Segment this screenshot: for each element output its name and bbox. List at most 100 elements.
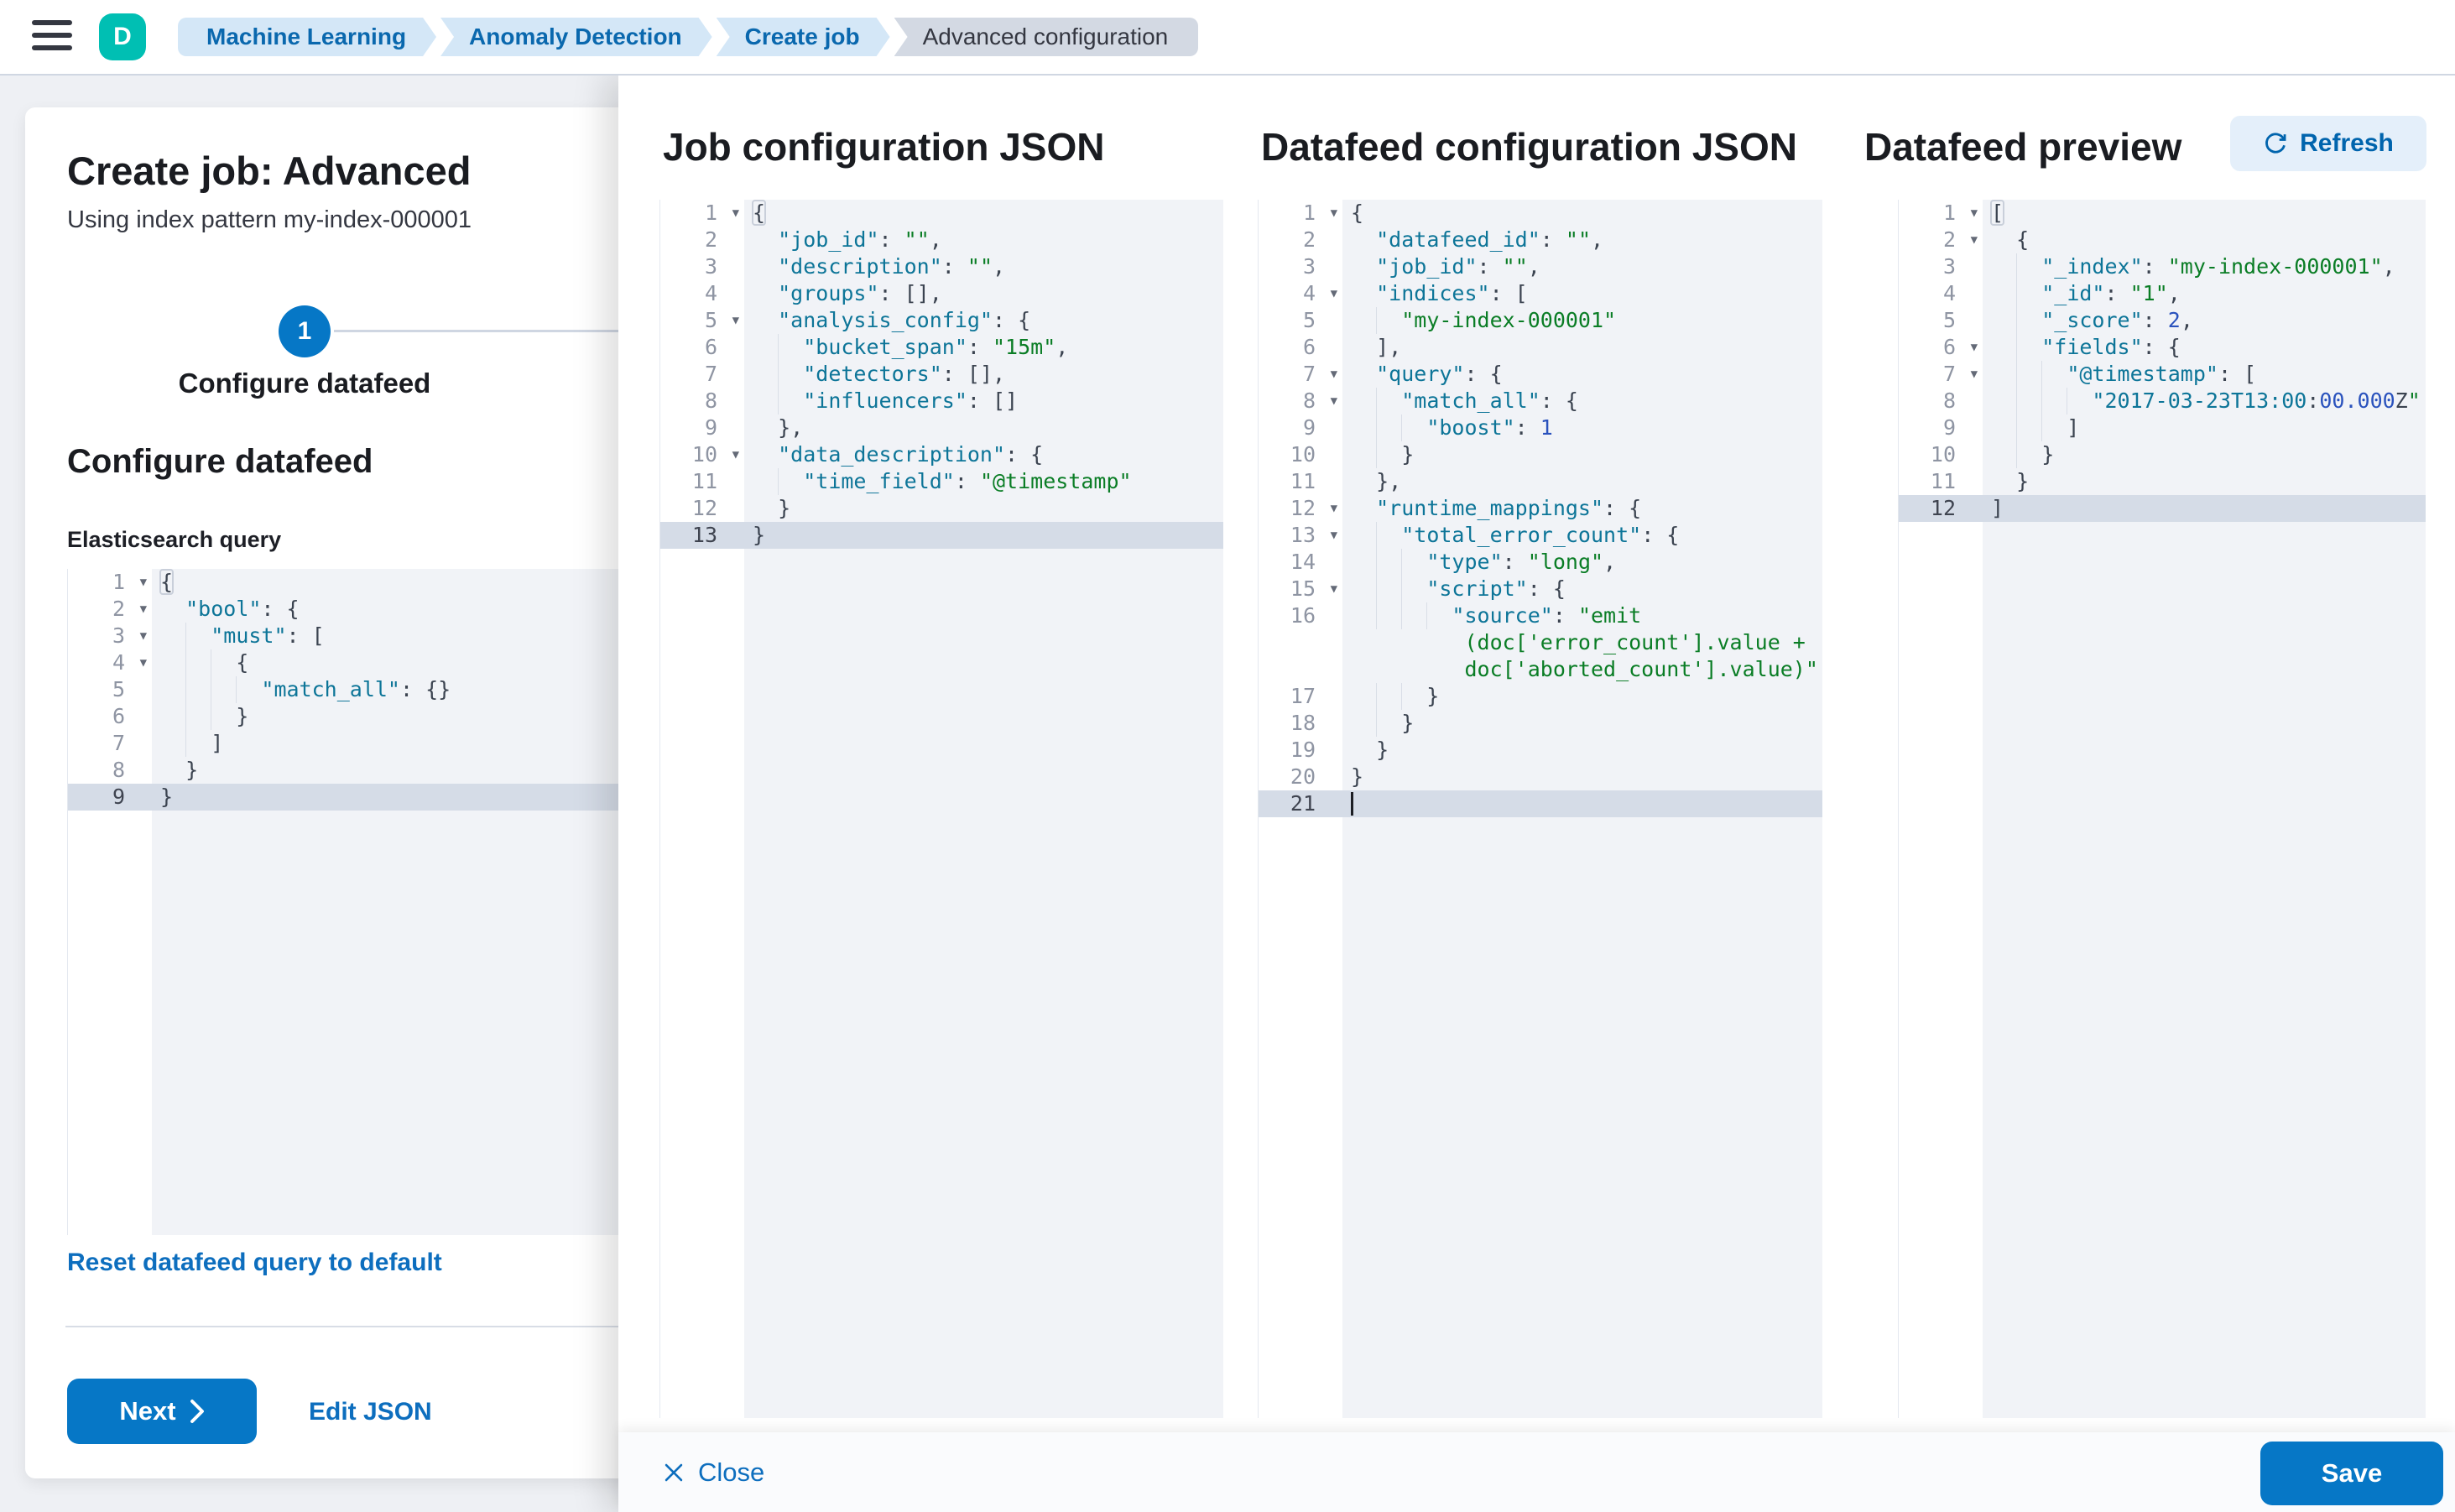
indent-guide <box>185 703 187 730</box>
line-number: 14 <box>1290 550 1316 574</box>
index-pattern-subtitle: Using index pattern my-index-000001 <box>67 206 472 233</box>
code-line: 20} <box>1259 764 1822 790</box>
fold-toggle-icon[interactable]: ▼ <box>1330 287 1337 300</box>
datafeed-preview-editor[interactable]: 1▼[2▼ {3 "_index": "my-index-000001",4 "… <box>1898 200 2426 1418</box>
indent-guide <box>1376 441 1378 468</box>
code-line: 4▼ "indices": [ <box>1259 280 1822 307</box>
code-line: 4 "_id": "1", <box>1899 280 2426 307</box>
elasticsearch-query-label: Elasticsearch query <box>67 527 282 552</box>
line-number: 3 <box>112 623 125 648</box>
code-line: 8 "2017-03-23T13:00:00.000Z" <box>1899 388 2426 414</box>
menu-icon[interactable] <box>32 20 72 54</box>
code-line: 2▼ "bool": { <box>68 596 2392 623</box>
line-number: 6 <box>1302 335 1316 359</box>
datafeed-preview-title: Datafeed preview <box>1864 125 2182 169</box>
refresh-icon <box>2263 131 2288 156</box>
fold-toggle-icon[interactable]: ▼ <box>139 576 147 589</box>
indent-guide <box>236 676 237 703</box>
fold-toggle-icon[interactable]: ▼ <box>1330 502 1337 515</box>
indent-guide <box>1376 683 1378 710</box>
line-number: 1 <box>112 570 125 594</box>
fold-toggle-icon[interactable]: ▼ <box>732 206 739 220</box>
code-line: 15▼ "script": { <box>1259 576 1822 602</box>
chevron-right-icon <box>190 1399 205 1424</box>
fold-toggle-icon[interactable]: ▼ <box>139 602 147 616</box>
job-config-title: Job configuration JSON <box>663 125 1105 169</box>
next-button[interactable]: Next <box>67 1379 257 1444</box>
indent-guide <box>2016 280 2018 307</box>
code-line: 6 ], <box>1259 334 1822 361</box>
fold-toggle-icon[interactable]: ▼ <box>1330 206 1337 220</box>
indent-guide <box>2041 361 2043 388</box>
indent-guide <box>1376 602 1378 629</box>
datafeed-configuration-json-editor[interactable]: 1▼{2 "datafeed_id": "",3 "job_id": "",4▼… <box>1258 200 1822 1418</box>
code-line: 9 ] <box>1899 414 2426 441</box>
reset-datafeed-query-link[interactable]: Reset datafeed query to default <box>67 1249 442 1276</box>
code-line: 11 }, <box>1259 468 1822 495</box>
fold-toggle-icon[interactable]: ▼ <box>1970 341 1978 354</box>
code-line: 11 } <box>1899 468 2426 495</box>
indent-guide <box>1376 307 1378 334</box>
indent-guide <box>2041 414 2043 441</box>
code-line: (doc['error_count'].value + <box>1351 630 1806 654</box>
fold-toggle-icon[interactable]: ▼ <box>732 314 739 327</box>
indent-guide <box>1401 549 1403 576</box>
fold-toggle-icon[interactable]: ▼ <box>1330 394 1337 408</box>
fold-toggle-icon[interactable]: ▼ <box>1330 529 1337 542</box>
edit-json-link[interactable]: Edit JSON <box>309 1398 432 1426</box>
close-button[interactable]: Close <box>663 1432 764 1512</box>
indent-guide <box>1426 602 1428 629</box>
code-line: 3▼ "must": [ <box>68 623 2392 649</box>
code-line: 8 "influencers": [] <box>660 388 1223 414</box>
indent-guide <box>2016 388 2018 414</box>
refresh-button-label: Refresh <box>2300 129 2394 157</box>
code-line: 4▼ { <box>68 649 2392 676</box>
fold-toggle-icon[interactable]: ▼ <box>139 656 147 670</box>
step-1-indicator[interactable]: 1 <box>279 305 331 357</box>
line-number: 4 <box>704 281 717 305</box>
line-number: 6 <box>704 335 717 359</box>
page-title: Create job: Advanced <box>67 149 472 193</box>
avatar[interactable]: D <box>99 13 146 60</box>
fold-toggle-icon[interactable]: ▼ <box>1970 368 1978 381</box>
fold-toggle-icon[interactable]: ▼ <box>139 629 147 643</box>
breadcrumb-item-anomaly-detection[interactable]: Anomaly Detection <box>440 18 712 56</box>
code-line: 1▼{ <box>68 569 2392 596</box>
indent-guide <box>778 361 779 388</box>
close-icon <box>663 1462 685 1483</box>
code-line: 10 } <box>1899 441 2426 468</box>
line-number: 4 <box>1942 281 1956 305</box>
line-number: 13 <box>691 523 717 547</box>
line-number: 18 <box>1290 711 1316 735</box>
line-number: 2 <box>1302 227 1316 252</box>
line-number: 3 <box>1942 254 1956 279</box>
save-button[interactable]: Save <box>2260 1442 2443 1505</box>
save-button-label: Save <box>2321 1458 2383 1488</box>
line-number: 4 <box>1302 281 1316 305</box>
step-1-label: Configure datafeed <box>178 368 431 399</box>
line-number: 7 <box>112 731 125 755</box>
line-number: 20 <box>1290 764 1316 789</box>
datafeed-config-title: Datafeed configuration JSON <box>1261 125 1797 169</box>
line-number: 7 <box>1302 362 1316 386</box>
breadcrumb-item-create-job[interactable]: Create job <box>717 18 890 56</box>
fold-toggle-icon[interactable]: ▼ <box>732 448 739 461</box>
code-line: 11 "time_field": "@timestamp" <box>660 468 1223 495</box>
line-number: 5 <box>704 308 717 332</box>
code-line: 2▼ { <box>1899 227 2426 253</box>
refresh-button[interactable]: Refresh <box>2230 116 2426 171</box>
indent-guide <box>778 468 779 495</box>
fold-toggle-icon[interactable]: ▼ <box>1970 206 1978 220</box>
line-number: 12 <box>691 496 717 520</box>
line-number: 7 <box>1942 362 1956 386</box>
indent-guide <box>2016 414 2018 441</box>
fold-toggle-icon[interactable]: ▼ <box>1970 233 1978 247</box>
code-line: 5▼ "analysis_config": { <box>660 307 1223 334</box>
line-number: 21 <box>1290 791 1316 816</box>
fold-toggle-icon[interactable]: ▼ <box>1330 582 1337 596</box>
line-number: 6 <box>112 704 125 728</box>
indent-guide <box>185 649 187 676</box>
fold-toggle-icon[interactable]: ▼ <box>1330 368 1337 381</box>
breadcrumb-item-machine-learning[interactable]: Machine Learning <box>178 18 436 56</box>
job-configuration-json-editor[interactable]: 1▼{2 "job_id": "",3 "description": "",4 … <box>659 200 1223 1418</box>
